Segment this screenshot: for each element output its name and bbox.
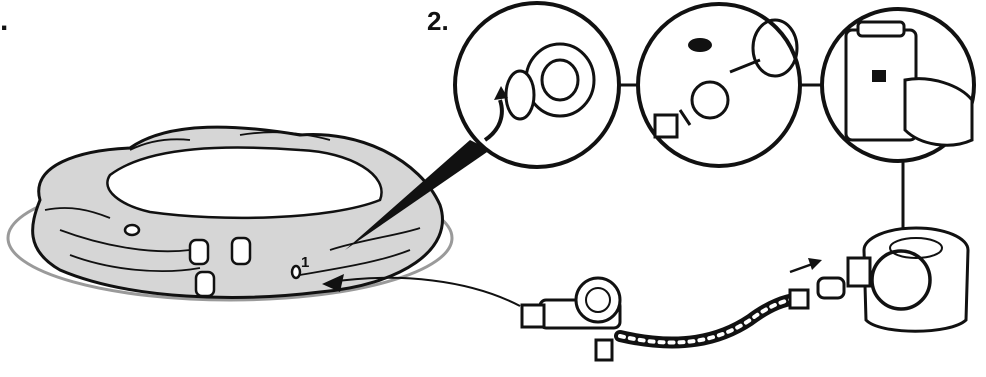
detail-circle-3 <box>822 9 974 161</box>
detail-circle-1 <box>455 3 619 167</box>
hose-gauge-assembly <box>522 278 808 360</box>
detail-circle-2 <box>638 4 800 166</box>
adapter-arrowhead <box>808 258 822 270</box>
mat-opening <box>107 148 381 218</box>
pump-adapter <box>818 278 844 298</box>
step-two-label: 2. <box>427 6 449 36</box>
previous-step-label: . <box>0 6 8 36</box>
valve-marker-label: 1 <box>301 254 309 271</box>
electric-pump <box>848 228 968 331</box>
